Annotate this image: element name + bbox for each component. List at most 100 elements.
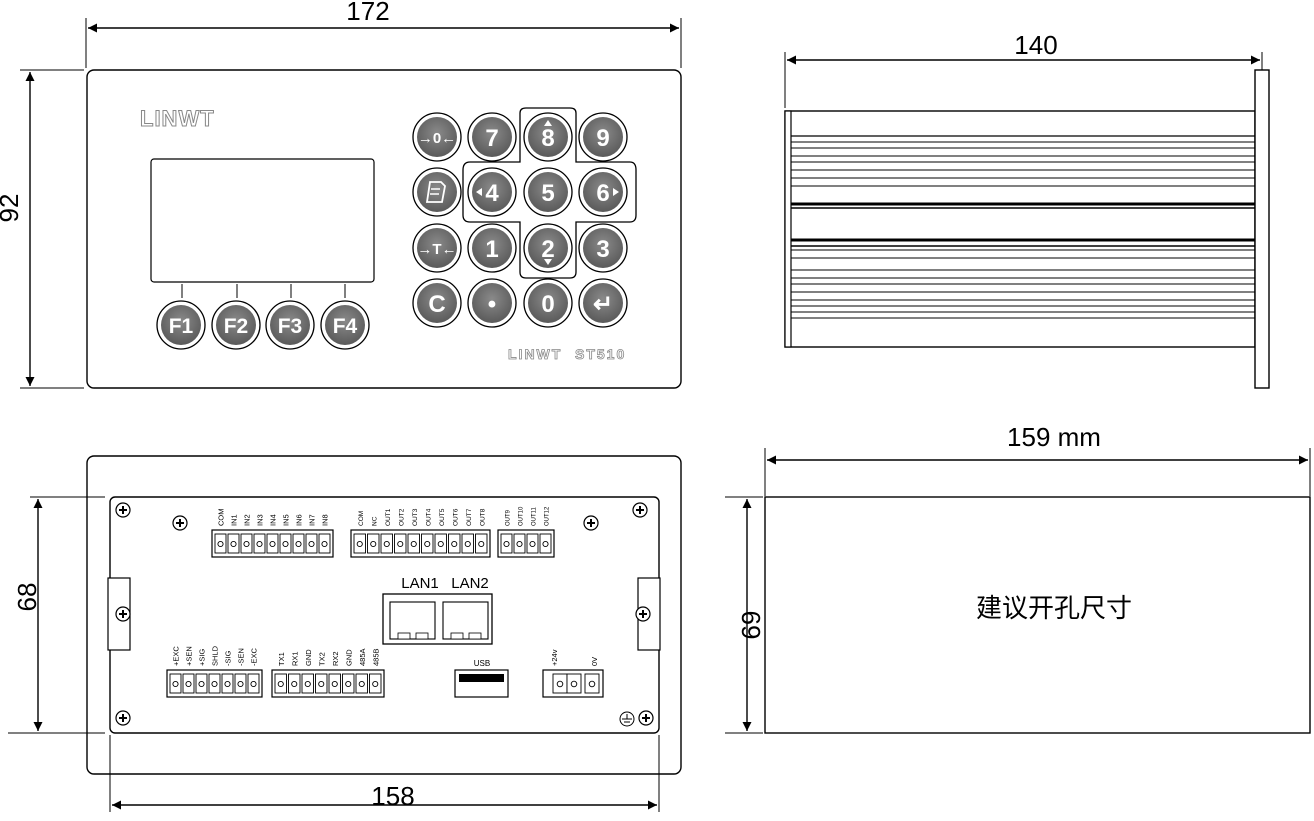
terminal-pin[interactable] <box>539 533 552 554</box>
key-4[interactable]: 4 <box>467 167 517 217</box>
function-key-label: F2 <box>224 315 249 338</box>
terminal-pin[interactable] <box>342 673 355 694</box>
terminal-pin[interactable] <box>247 673 260 694</box>
power-pin[interactable] <box>552 673 568 694</box>
terminal-pin[interactable] <box>214 533 227 554</box>
terminal-label: GND <box>304 649 313 666</box>
terminal-pin[interactable] <box>353 533 366 554</box>
terminal-pin[interactable] <box>328 673 341 694</box>
terminal-pin[interactable] <box>195 673 208 694</box>
cutout-caption: 建议开孔尺寸 <box>976 593 1132 623</box>
terminal-pin[interactable] <box>318 533 331 554</box>
terminal-pin[interactable] <box>355 673 368 694</box>
terminal-label: RX1 <box>290 651 299 666</box>
key-label: 2 <box>541 236 554 263</box>
terminal-label: -EXC <box>250 647 259 666</box>
key-label: • <box>488 291 496 318</box>
terminal-pin[interactable] <box>434 533 447 554</box>
function-key-f2[interactable]: F2 <box>211 300 261 350</box>
terminal-pin[interactable] <box>182 673 195 694</box>
key-8[interactable]: 8 <box>523 112 573 162</box>
key-0[interactable]: 0 <box>523 278 573 328</box>
usb-label: USB <box>474 659 490 668</box>
terminal-pin[interactable] <box>526 533 539 554</box>
terminal-label: NC <box>371 516 378 526</box>
function-key-f4[interactable]: F4 <box>320 300 370 350</box>
model-number: ST510 <box>575 346 626 362</box>
terminal-label: OUT9 <box>506 509 512 526</box>
terminal-pin[interactable] <box>279 533 292 554</box>
terminal-pin[interactable] <box>380 533 393 554</box>
terminal-pin[interactable] <box>305 533 318 554</box>
key-1[interactable]: 1 <box>467 223 517 273</box>
key-7[interactable]: 7 <box>467 112 517 162</box>
key-label: C <box>428 291 445 318</box>
clear-button[interactable]: C <box>412 278 462 328</box>
terminal-label: OUT10 <box>519 506 525 526</box>
terminal-label: IN7 <box>308 514 317 526</box>
terminal-pin[interactable] <box>315 673 328 694</box>
terminal-pin[interactable] <box>274 673 287 694</box>
terminal-pin[interactable] <box>292 533 305 554</box>
terminal-pin[interactable] <box>208 673 221 694</box>
terminal-pin[interactable] <box>475 533 488 554</box>
terminal-pin[interactable] <box>407 533 420 554</box>
print-button[interactable] <box>412 167 462 217</box>
terminal-label: COM <box>217 509 226 527</box>
model-name: LINWT <box>508 346 562 362</box>
screw-icon <box>172 515 188 531</box>
terminal-label: OUT1 <box>385 508 392 526</box>
dot-button[interactable]: • <box>467 278 517 328</box>
terminal-pin[interactable] <box>513 533 526 554</box>
terminal-label: RX2 <box>331 651 340 666</box>
terminal-pin[interactable] <box>288 673 301 694</box>
terminal-pin[interactable] <box>448 533 461 554</box>
key-9[interactable]: 9 <box>578 112 628 162</box>
arrow-down-icon <box>544 259 552 265</box>
terminal-pin[interactable] <box>221 673 234 694</box>
key-5[interactable]: 5 <box>523 167 573 217</box>
rear-width-label: 158 <box>371 781 414 811</box>
tare-button[interactable]: →T← <box>412 223 462 273</box>
terminal-pin[interactable] <box>169 673 182 694</box>
terminal-pin[interactable] <box>461 533 474 554</box>
key-6[interactable]: 6 <box>578 167 628 217</box>
terminal-pin[interactable] <box>301 673 314 694</box>
terminal-label: 485B <box>371 648 380 666</box>
function-key-label: F3 <box>278 315 303 338</box>
terminal-pin[interactable] <box>421 533 434 554</box>
function-key-f3[interactable]: F3 <box>265 300 315 350</box>
terminal-pin[interactable] <box>369 673 382 694</box>
power-pin[interactable] <box>584 673 600 694</box>
terminal-pin[interactable] <box>266 533 279 554</box>
terminal-label: -SEN <box>237 648 246 666</box>
heat-sink-ribs <box>791 135 1255 319</box>
power-pin[interactable] <box>566 673 582 694</box>
terminal-pin[interactable] <box>253 533 266 554</box>
function-key-f1[interactable]: F1 <box>156 300 206 350</box>
zero-button[interactable]: →0← <box>412 112 462 162</box>
screw-icon <box>115 606 131 622</box>
terminal-label: COM <box>358 511 365 526</box>
terminal-pin[interactable] <box>500 533 513 554</box>
key-3[interactable]: 3 <box>578 223 628 273</box>
terminal-pin[interactable] <box>240 533 253 554</box>
terminal-pin[interactable] <box>394 533 407 554</box>
key-label: 5 <box>541 180 554 207</box>
key-label: 3 <box>596 236 609 263</box>
function-key-label: F4 <box>333 315 358 338</box>
terminal-label: OUT3 <box>412 508 419 526</box>
terminal-label: IN6 <box>295 514 304 526</box>
terminal-pin[interactable] <box>227 533 240 554</box>
terminal-pin[interactable] <box>367 533 380 554</box>
terminal-label: IN1 <box>230 514 239 526</box>
key-2[interactable]: 2 <box>523 223 573 273</box>
terminal-label: +EXC <box>172 646 181 666</box>
power-24v-label: +24v <box>550 649 559 666</box>
enter-button[interactable]: ↵ <box>578 278 628 328</box>
panel-screws <box>115 502 654 726</box>
terminal-pin[interactable] <box>234 673 247 694</box>
